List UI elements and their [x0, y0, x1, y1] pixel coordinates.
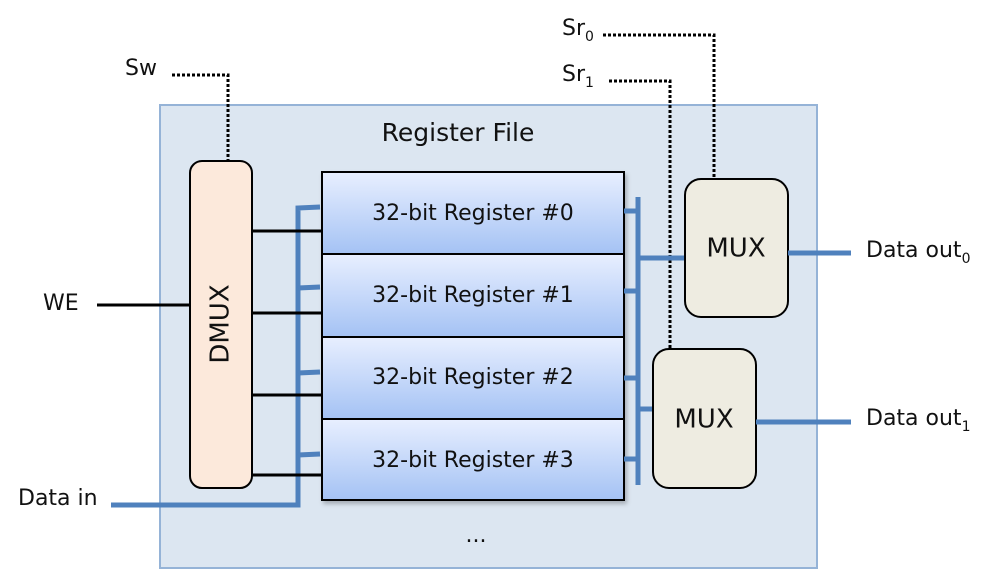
mux-0-block: [684, 178, 789, 318]
register-1: [321, 253, 625, 338]
mux-1-label: MUX: [674, 405, 733, 435]
register-stack: [321, 171, 625, 501]
sr0-select-line: [603, 33, 716, 180]
register-2: [321, 336, 625, 420]
data-out-1-label: Data out1: [866, 406, 971, 435]
dmux-block: [189, 160, 253, 489]
sw-label: Sw: [125, 56, 157, 81]
data-in-branch-1: [297, 284, 321, 291]
dmux-label: DMUX: [206, 284, 236, 363]
data-out-0-label: Data out0: [866, 238, 971, 267]
register-3: [321, 418, 625, 501]
data-in-bus: [111, 204, 321, 508]
register-0-label: 32-bit Register #0: [372, 201, 574, 226]
data-in-label: Data in: [18, 486, 98, 511]
more-registers-ellipsis: ...: [466, 523, 487, 548]
mux-0-label: MUX: [706, 234, 765, 264]
sr1-select-line: [609, 79, 672, 349]
register-3-label: 32-bit Register #3: [372, 448, 574, 473]
register-0: [321, 171, 625, 255]
sr0-label: Sr0: [562, 16, 594, 45]
register-file-title: Register File: [382, 118, 535, 147]
mux-1-block: [652, 348, 757, 489]
we-label: WE: [43, 291, 79, 316]
register-2-label: 32-bit Register #2: [372, 365, 574, 390]
sw-select-line: [172, 73, 230, 162]
sr1-label: Sr1: [562, 62, 594, 91]
data-in-branch-2: [297, 369, 321, 376]
data-in-branch-3: [297, 451, 321, 458]
register-1-label: 32-bit Register #1: [372, 283, 574, 308]
